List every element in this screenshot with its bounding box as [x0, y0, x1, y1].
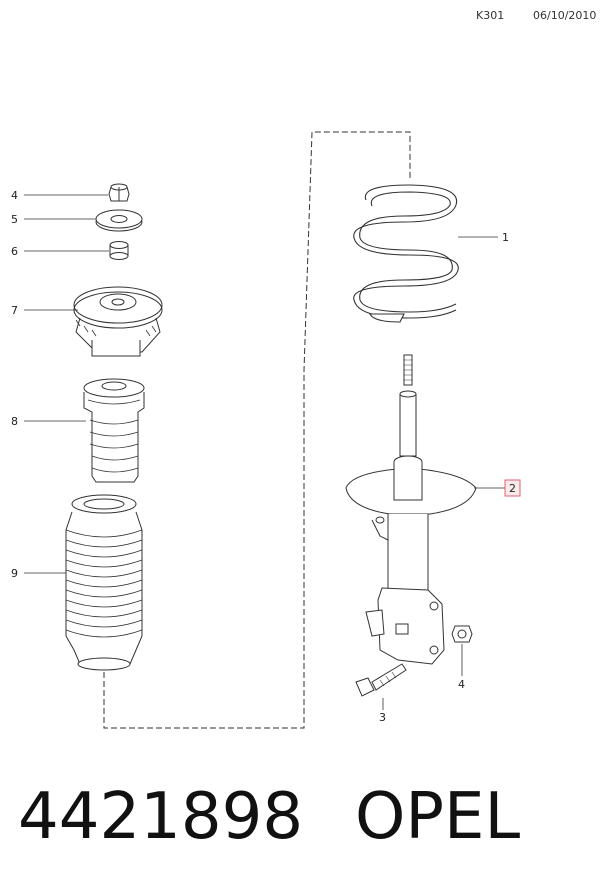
callout-2: 2	[509, 482, 516, 495]
callout-1: 1	[502, 231, 509, 244]
callout-8: 8	[11, 415, 18, 428]
callout-9: 9	[11, 567, 18, 580]
diagram-date: 06/10/2010	[533, 9, 597, 22]
part-info: 4421898 OPEL	[18, 780, 520, 854]
assembly-guide-line	[103, 131, 411, 729]
brand-name: OPEL	[355, 780, 521, 854]
coil-spring	[353, 184, 459, 323]
top-nut	[108, 183, 130, 202]
callout-7: 7	[11, 304, 18, 317]
lower-nut	[451, 625, 473, 643]
callout-4-right: 4	[458, 678, 465, 691]
lower-bolt	[355, 663, 407, 697]
strut-mount	[73, 286, 163, 357]
dust-boot	[65, 494, 143, 671]
bush-nut	[109, 241, 129, 260]
upper-washer	[95, 209, 143, 232]
shock-absorber-strut	[345, 354, 477, 665]
callout-6: 6	[11, 245, 18, 258]
leader-lines	[24, 194, 506, 710]
part-number: 4421898	[18, 780, 304, 854]
diagram-code: K301	[476, 9, 505, 22]
callout-4-left: 4	[11, 189, 18, 202]
callout-2-highlight	[504, 479, 521, 497]
callout-3: 3	[379, 711, 386, 724]
callout-5: 5	[11, 213, 18, 226]
bump-stop	[83, 378, 145, 483]
